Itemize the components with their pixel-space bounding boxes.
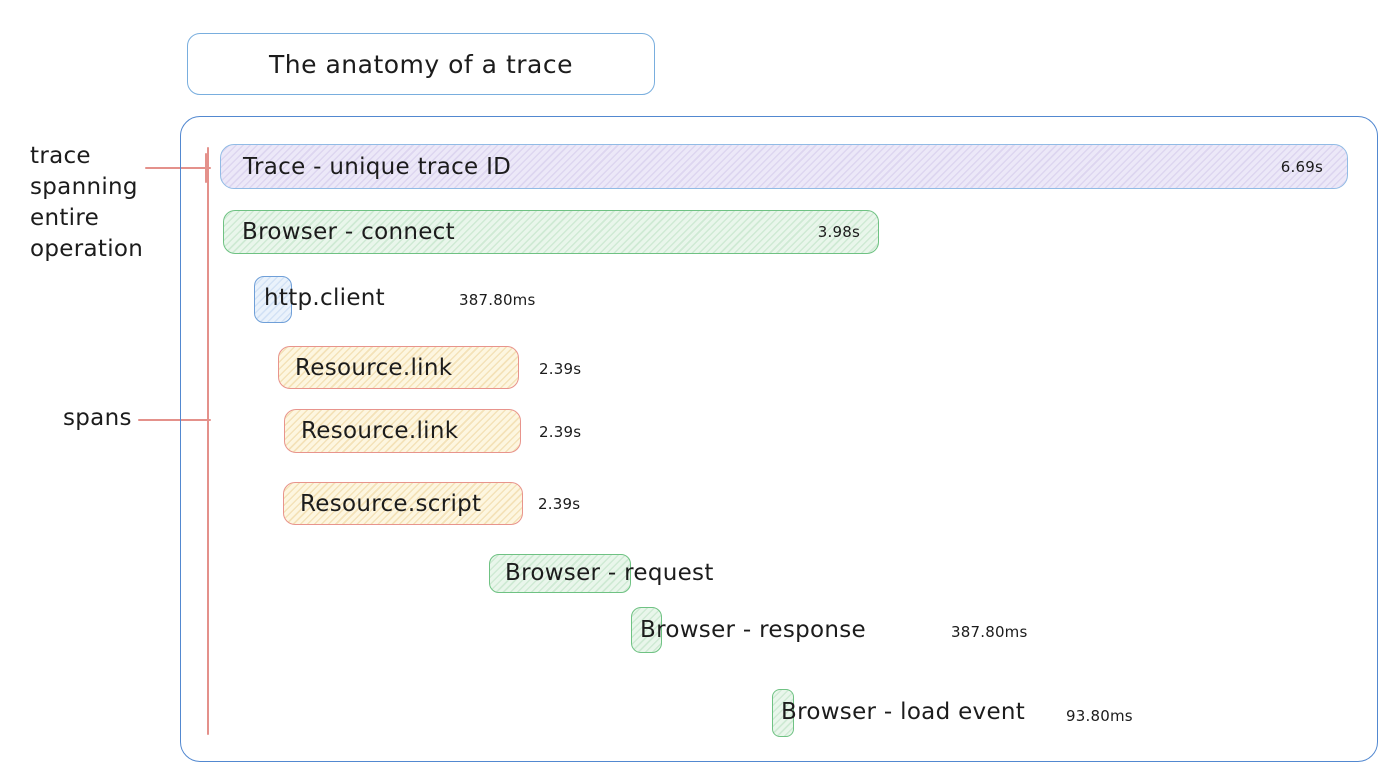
span-duration-resource-script: 2.39s <box>538 495 581 513</box>
spans-connector-line <box>138 419 211 421</box>
annotation-spans-label: spans <box>63 405 132 431</box>
annotation-line: entire <box>30 205 100 231</box>
span-box-resource-link-2: Resource.link <box>284 409 521 453</box>
span-box-resource-link-1: Resource.link <box>278 346 519 389</box>
span-box-browser-load-event <box>772 689 794 737</box>
span-box-resource-script: Resource.script <box>283 482 523 525</box>
span-box-browser-request <box>489 554 631 593</box>
span-label-browser-request: Browser - request <box>505 560 714 586</box>
span-label-browser-response: Browser - response <box>640 617 866 643</box>
span-label-trace: Trace - unique trace ID <box>243 153 512 180</box>
span-label-resource-link-1: Resource.link <box>295 354 453 381</box>
span-duration-resource-link-2: 2.39s <box>539 423 582 441</box>
trace-container: Trace - unique trace ID 6.69s Browser - … <box>180 116 1378 762</box>
annotation-line: spanning <box>30 174 138 200</box>
span-bar-trace: Trace - unique trace ID 6.69s <box>220 144 1348 189</box>
trace-connector-tick <box>205 153 207 183</box>
span-label-browser-connect: Browser - connect <box>242 219 455 245</box>
span-label-resource-link-2: Resource.link <box>301 418 459 444</box>
span-duration-browser-response: 387.80ms <box>951 623 1028 641</box>
span-label-http-client: http.client <box>264 285 385 311</box>
span-duration-http-client: 387.80ms <box>459 291 536 309</box>
span-box-http-client <box>254 276 292 323</box>
span-duration-resource-link-1: 2.39s <box>539 360 582 378</box>
spans-start-line <box>207 147 209 735</box>
annotation-trace-spanning: trace spanning entire operation <box>30 141 143 265</box>
title-box: The anatomy of a trace <box>187 33 655 95</box>
annotation-line: trace <box>30 143 91 169</box>
span-label-resource-script: Resource.script <box>300 490 482 517</box>
span-duration-trace: 6.69s <box>1280 157 1323 176</box>
span-box-browser-response <box>631 607 662 653</box>
annotation-line: operation <box>30 236 144 262</box>
span-duration-browser-connect: 3.98s <box>817 223 860 241</box>
trace-connector-line <box>145 167 211 169</box>
annotation-spans: spans <box>63 405 132 431</box>
span-duration-browser-load-event: 93.80ms <box>1066 707 1133 725</box>
diagram-title: The anatomy of a trace <box>269 49 573 79</box>
span-bar-browser-connect: Browser - connect 3.98s <box>223 210 879 254</box>
span-label-browser-load-event: Browser - load event <box>781 699 1026 725</box>
